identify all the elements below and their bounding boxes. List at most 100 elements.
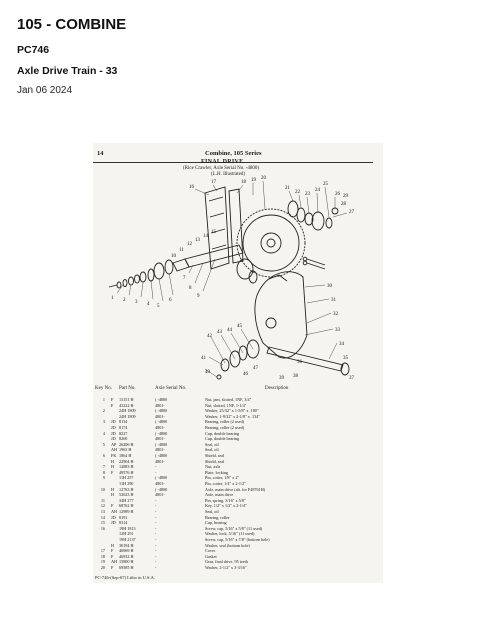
cell-pref: AH	[111, 509, 118, 514]
svg-text:7: 7	[183, 276, 186, 281]
cell-part: 15800 H	[119, 559, 134, 565]
cell-desc: Washer, 1-9/32" x 2-1/8" x .134"	[205, 413, 260, 419]
cell-key: 18	[100, 553, 105, 559]
svg-text:43: 43	[217, 330, 223, 335]
svg-text:23: 23	[305, 192, 311, 197]
cell-serial: ( -4800	[155, 430, 168, 436]
lower-axle	[266, 346, 344, 372]
cell-desc: Key, 1/2" x 1/2" x 2-1/4"	[205, 503, 247, 509]
cell-desc: Seal, oil	[205, 441, 219, 447]
cell-key: 14	[100, 514, 105, 520]
cell-key: 10	[100, 486, 105, 492]
cell-key: 2	[102, 408, 105, 414]
cell-pref: JD	[111, 425, 116, 430]
cell-desc: Axle, main drive	[205, 492, 234, 498]
cell-part: 8227	[119, 430, 128, 436]
svg-text:22: 22	[295, 190, 301, 195]
cell-part: 12H 291	[119, 531, 134, 537]
svg-text:32: 32	[333, 312, 339, 317]
cell-part: 8191	[119, 514, 128, 520]
cell-desc: Pin, spring, 3/16" x 5/8"	[205, 497, 246, 503]
cell-part: 11H 257	[119, 475, 134, 481]
cell-key: 20	[100, 565, 105, 570]
cell-part: 8134	[119, 419, 128, 425]
cell-key: 17	[100, 548, 105, 554]
svg-text:5: 5	[157, 304, 160, 309]
cell-serial: -	[155, 559, 157, 565]
cell-serial: -	[155, 565, 157, 570]
page-title: 105 - COMBINE	[17, 16, 127, 33]
cell-serial: -	[155, 509, 157, 514]
svg-text:29: 29	[343, 194, 349, 199]
scan-footer: PC-746-(Sep-67) Litho in U.S.A.	[95, 575, 155, 580]
cell-pref: H	[111, 486, 115, 492]
cell-pref: AH	[111, 559, 118, 565]
section-note: (Rice Crawler, Axle Serial No. -4800)	[183, 166, 260, 171]
cell-desc: Gasket	[205, 553, 217, 559]
cell-part: 22904 H	[119, 458, 134, 464]
cell-serial: ( -4800	[155, 475, 168, 481]
cell-pref: H	[111, 464, 115, 470]
svg-text:34: 34	[339, 342, 345, 347]
col-part: Part No.	[119, 386, 136, 391]
cell-key: 5	[102, 441, 105, 447]
svg-text:28: 28	[341, 202, 347, 207]
svg-text:11: 11	[179, 248, 184, 253]
table-row: 19H 2137-Screw, cap, 5/16" x 7/8" (botto…	[95, 537, 380, 542]
final-drive-gear	[236, 208, 306, 278]
col-description: Description	[265, 386, 289, 391]
svg-text:36: 36	[297, 360, 303, 365]
cell-desc: Seal, oil	[205, 509, 219, 514]
svg-text:14: 14	[203, 234, 209, 239]
svg-text:46: 46	[243, 372, 249, 377]
svg-text:9: 9	[197, 294, 200, 299]
scan-page-number: 14	[97, 150, 104, 157]
cell-desc: Bearing, roller (2 used)	[205, 425, 245, 430]
cell-part: 1864 H	[119, 453, 132, 458]
cell-key: 3	[102, 419, 105, 425]
col-serial: Axle Serial No.	[155, 386, 187, 391]
svg-text:40: 40	[205, 370, 211, 375]
cell-part: 12763 H	[119, 486, 134, 492]
col-key: Key No.	[95, 386, 112, 391]
cell-serial: ( -4800	[155, 419, 168, 425]
section-subtitle: Axle Drive Train - 33	[17, 65, 118, 77]
cell-desc: Axle, main drive (alt. for F48761H)	[205, 486, 266, 492]
svg-text:6: 6	[169, 298, 172, 303]
cell-desc: Pin, cotter, 1/8" x 2"	[205, 475, 240, 481]
cell-part: 69585 H	[119, 565, 134, 570]
cell-part: 26206 H	[119, 441, 134, 447]
cell-pref: H	[111, 492, 115, 498]
svg-text:42: 42	[207, 334, 213, 339]
cell-desc: Gear, final drive, 95 teeth	[205, 559, 248, 565]
svg-text:37: 37	[349, 376, 355, 381]
cell-serial: ( -4800	[155, 397, 168, 402]
cell-key: 9	[102, 475, 105, 481]
cell-serial: -	[155, 553, 157, 559]
svg-text:8: 8	[189, 286, 192, 291]
cell-part: 8174	[119, 425, 128, 430]
cell-pref: F	[111, 397, 114, 402]
cell-pref: JD	[111, 514, 116, 520]
svg-text:3: 3	[135, 300, 138, 305]
cell-key: 12	[100, 503, 105, 509]
cell-part: 12883 H	[119, 464, 134, 470]
svg-text:33: 33	[335, 328, 341, 333]
svg-text:21: 21	[285, 186, 291, 191]
svg-text:4: 4	[147, 302, 150, 307]
cell-desc: Cup, double bearing	[205, 430, 240, 436]
svg-text:19: 19	[251, 178, 257, 183]
cell-key: 16	[100, 525, 105, 531]
cell-serial: 4801-	[155, 481, 165, 486]
svg-text:25: 25	[323, 182, 329, 187]
cell-part: 30194 H	[119, 542, 134, 548]
cell-pref: JD	[111, 419, 116, 425]
scanned-parts-page: 14 Combine, 105 Series FINAL DRIVE (Rice…	[93, 143, 383, 583]
